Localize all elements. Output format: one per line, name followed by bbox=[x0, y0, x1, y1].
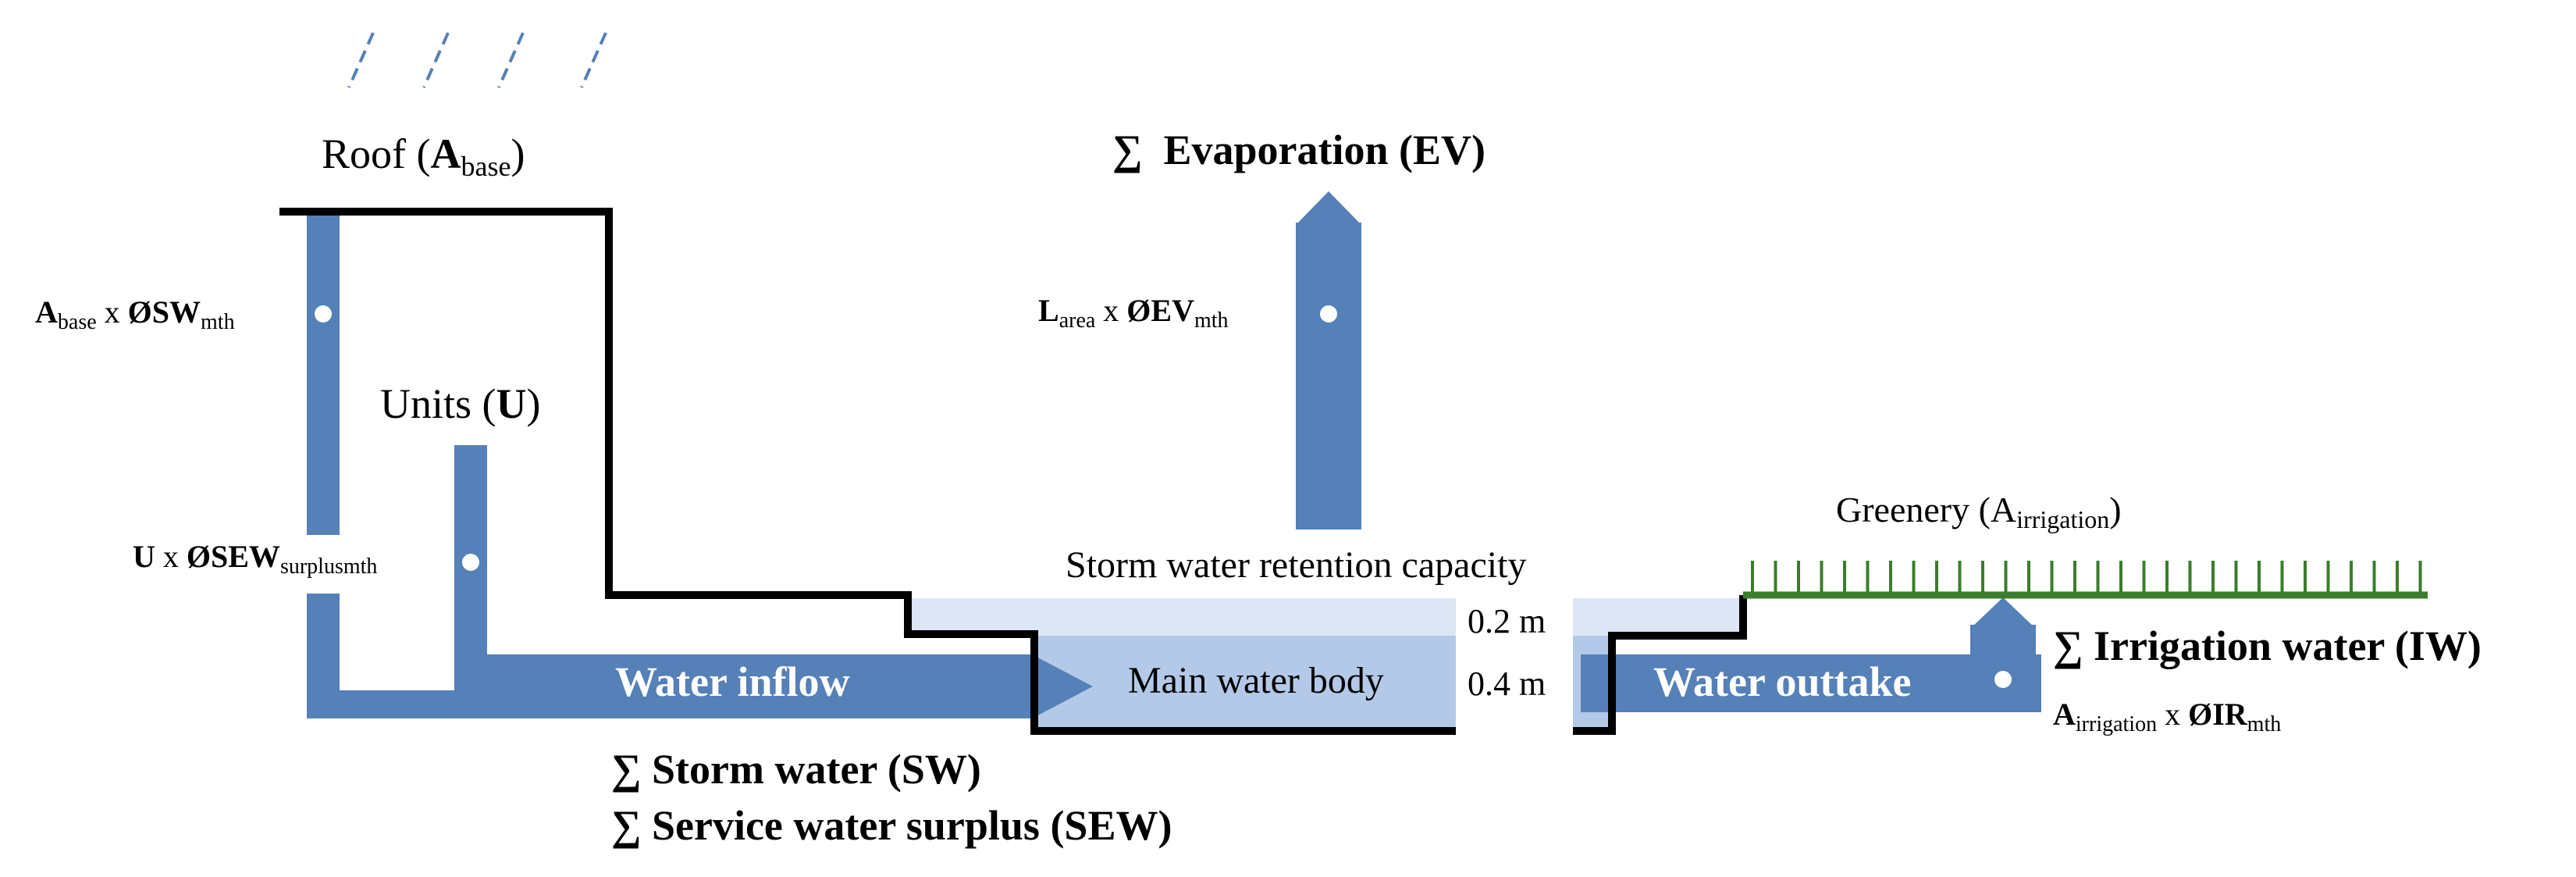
roof-downpipe bbox=[307, 215, 340, 535]
greenery-label: Greenery (Airrigation) bbox=[1836, 490, 2122, 533]
water-inflow-bar bbox=[454, 654, 1036, 718]
irrigation-pipe bbox=[1970, 625, 2036, 712]
evaporation-flow-marker-icon bbox=[1320, 305, 1337, 323]
irrigation-arrowhead bbox=[1970, 597, 2036, 629]
water-outtake-label: Water outtake bbox=[1653, 658, 1912, 705]
outtake-ground-outline bbox=[1573, 595, 1747, 735]
irrigation-water-label: ∑ Irrigation water (IW) bbox=[2053, 622, 2482, 669]
evaporation-formula: Larea x ØEVmth bbox=[1038, 293, 1229, 333]
units-service-water-formula: U x ØSEWsurplusmth bbox=[133, 539, 378, 579]
evaporation-label: ∑ Evaporation (EV) bbox=[1112, 127, 1486, 173]
evaporation-arrowhead bbox=[1296, 191, 1361, 225]
evaporation-bar bbox=[1296, 223, 1361, 529]
roof-label: Roof (Abase) bbox=[322, 130, 525, 182]
units-label: Units (U) bbox=[380, 380, 541, 427]
retention-capacity-band-right bbox=[1573, 598, 1743, 636]
main-water-body-fill bbox=[1034, 636, 1456, 729]
service-water-surplus-label: ∑ Service water surplus (SEW) bbox=[611, 802, 1172, 849]
irrigation-formula: Airrigation x ØIRmth bbox=[2053, 697, 2282, 736]
grass-blades bbox=[1751, 561, 2422, 594]
units-flow-marker-icon bbox=[462, 554, 479, 571]
main-water-body-label: Main water body bbox=[1128, 660, 1384, 701]
roof-and-ground-outline bbox=[279, 208, 1456, 735]
water-outtake-bar bbox=[1581, 654, 2041, 712]
water-inflow-arrowhead bbox=[1032, 654, 1093, 718]
depth-bottom-label: 0.4 m bbox=[1468, 665, 1546, 703]
collector-pipe bbox=[307, 690, 471, 718]
roof-storm-water-formula: Abase x ØSWmth bbox=[35, 294, 235, 334]
irrigation-flow-marker-icon bbox=[1994, 671, 2012, 688]
retention-capacity-band bbox=[909, 598, 1456, 636]
depth-top-label: 0.2 m bbox=[1468, 602, 1546, 640]
storm-water-label: ∑ Storm water (SW) bbox=[611, 746, 981, 793]
retention-capacity-label: Storm water retention capacity bbox=[1066, 544, 1527, 586]
water-inflow-label: Water inflow bbox=[615, 658, 850, 705]
roof-flow-marker-icon bbox=[315, 305, 332, 323]
rain-icon bbox=[347, 32, 607, 88]
